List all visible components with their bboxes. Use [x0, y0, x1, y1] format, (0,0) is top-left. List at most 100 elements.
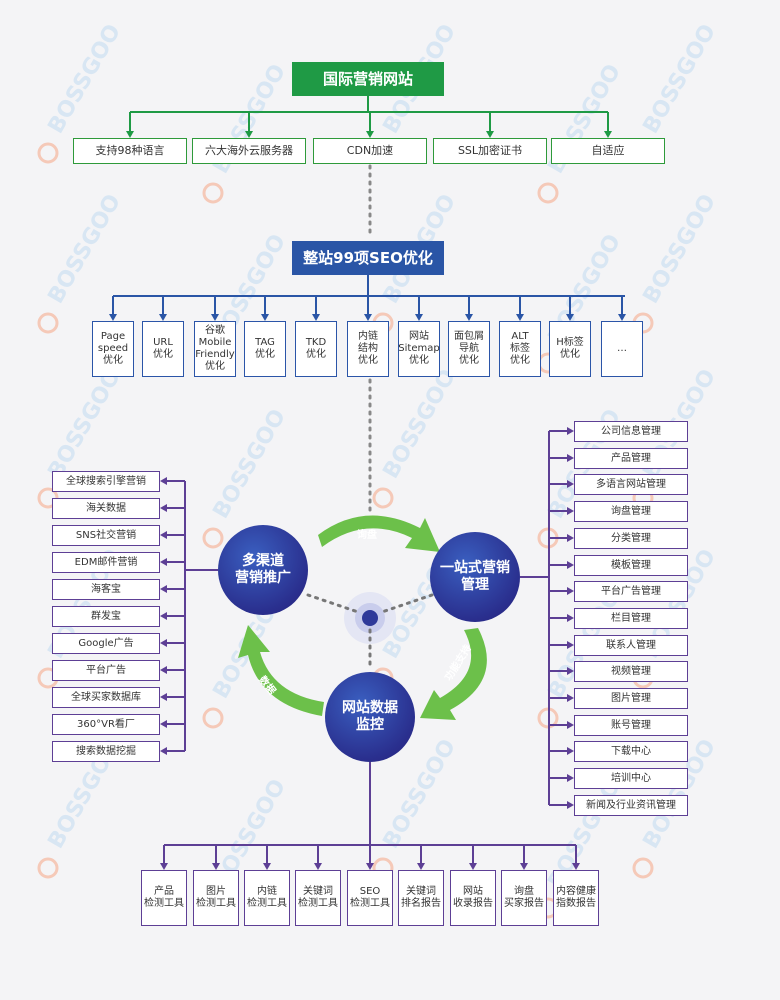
arrow-head: [567, 667, 574, 675]
arrow-head: [364, 314, 372, 321]
arrow-head: [567, 747, 574, 755]
arrow-head: [604, 131, 612, 138]
arrow-head: [126, 131, 134, 138]
watermark-text: BOSSGOO: [639, 20, 721, 138]
arrow-head: [160, 666, 167, 674]
inquiry-arrow: [318, 515, 440, 552]
arrow-head: [159, 314, 167, 321]
seo-item-box: 网站 Sitemap 优化: [398, 321, 440, 377]
management-feature-box: 账号管理: [574, 715, 688, 736]
arrow-head: [366, 131, 374, 138]
management-feature-box: 下载中心: [574, 741, 688, 762]
support-arrow: [420, 628, 487, 720]
marketing-channel-box: 平台广告: [52, 660, 160, 681]
arrow-head: [567, 694, 574, 702]
management-feature-box: 新闻及行业资讯管理: [574, 795, 688, 816]
arrow-head: [566, 314, 574, 321]
arrow-head: [486, 131, 494, 138]
dotted-link: [306, 593, 360, 614]
monitoring-tool-box: 关键词 排名报告: [398, 870, 444, 926]
data-arrow: [238, 625, 324, 716]
arrow-head: [567, 721, 574, 729]
monitoring-tool-box: 产品 检测工具: [141, 870, 187, 926]
site-data-monitoring-node: 网站数据 监控: [325, 672, 415, 762]
watermark-logo-icon: [632, 857, 654, 879]
management-feature-box: 视频管理: [574, 661, 688, 682]
arrow-head: [160, 639, 167, 647]
arrow-head: [465, 314, 473, 321]
arrow-head: [567, 507, 574, 515]
arrow-head: [567, 641, 574, 649]
watermark-text: BOSSGOO: [639, 190, 721, 308]
arrow-head: [469, 863, 477, 870]
watermark-text: BOSSGOO: [44, 190, 126, 308]
arrow-head: [245, 131, 253, 138]
arrow-head: [567, 587, 574, 595]
watermark-text: BOSSGOO: [44, 365, 126, 483]
management-feature-box: 图片管理: [574, 688, 688, 709]
arrow-head: [160, 720, 167, 728]
arrow-head: [567, 480, 574, 488]
marketing-channel-box: 群发宝: [52, 606, 160, 627]
inquiry-arrow-label: 询盘: [357, 530, 377, 541]
arrow-head: [567, 801, 574, 809]
arrow-head: [263, 863, 271, 870]
watermark-text: BOSSGOO: [44, 20, 126, 138]
marketing-channel-box: EDM邮件营销: [52, 552, 160, 573]
arrow-head: [567, 561, 574, 569]
monitoring-tool-box: 内容健康 指数报告: [553, 870, 599, 926]
marketing-channel-box: 全球搜索引擎营销: [52, 471, 160, 492]
arrow-head: [109, 314, 117, 321]
monitoring-tool-box: 网站 收录报告: [450, 870, 496, 926]
arrow-head: [520, 863, 528, 870]
watermark-logo-icon: [202, 182, 224, 204]
watermark-logo-icon: [37, 312, 59, 334]
management-feature-box: 模板管理: [574, 555, 688, 576]
top-feature-box: CDN加速: [313, 138, 427, 164]
marketing-channel-box: 360°VR看厂: [52, 714, 160, 735]
arrow-head: [567, 427, 574, 435]
watermark-logo-icon: [202, 707, 224, 729]
management-feature-box: 栏目管理: [574, 608, 688, 629]
arrow-head: [572, 863, 580, 870]
arrow-head: [415, 314, 423, 321]
watermark-logo-icon: [202, 527, 224, 549]
seo-optimization-title: 整站99项SEO优化: [292, 241, 444, 275]
seo-item-box: TAG 优化: [244, 321, 286, 377]
watermark-logo-icon: [37, 857, 59, 879]
management-feature-box: 产品管理: [574, 448, 688, 469]
one-stop-management-node: 一站式营销 管理: [430, 532, 520, 622]
monitoring-tool-box: SEO 检测工具: [347, 870, 393, 926]
arrow-head: [567, 534, 574, 542]
arrow-head: [366, 863, 374, 870]
monitoring-tool-box: 关键词 检测工具: [295, 870, 341, 926]
arrow-head: [314, 863, 322, 870]
top-feature-box: 自适应: [551, 138, 665, 164]
marketing-channel-box: 搜索数据挖掘: [52, 741, 160, 762]
arrow-head: [567, 454, 574, 462]
seo-item-box: Page speed 优化: [92, 321, 134, 377]
arrow-head: [160, 693, 167, 701]
watermark-text: BOSSGOO: [209, 405, 291, 523]
arrow-head: [160, 531, 167, 539]
marketing-channel-box: 全球买家数据库: [52, 687, 160, 708]
top-feature-box: 支持98种语言: [73, 138, 187, 164]
dotted-link: [380, 593, 434, 614]
arrow-head: [160, 504, 167, 512]
arrow-head: [160, 863, 168, 870]
seo-item-box: …: [601, 321, 643, 377]
seo-item-box: 面包屑 导航 优化: [448, 321, 490, 377]
marketing-channel-box: 海关数据: [52, 498, 160, 519]
monitoring-tool-box: 图片 检测工具: [193, 870, 239, 926]
arrow-head: [211, 314, 219, 321]
international-site-title: 国际营销网站: [292, 62, 444, 96]
watermark-logo-icon: [372, 487, 394, 509]
arrow-head: [567, 614, 574, 622]
arrow-head: [160, 585, 167, 593]
watermark-logo-icon: [37, 142, 59, 164]
monitoring-tool-box: 内链 检测工具: [244, 870, 290, 926]
arrow-head: [160, 612, 167, 620]
monitoring-tool-box: 询盘 买家报告: [501, 870, 547, 926]
arrow-head: [160, 477, 167, 485]
